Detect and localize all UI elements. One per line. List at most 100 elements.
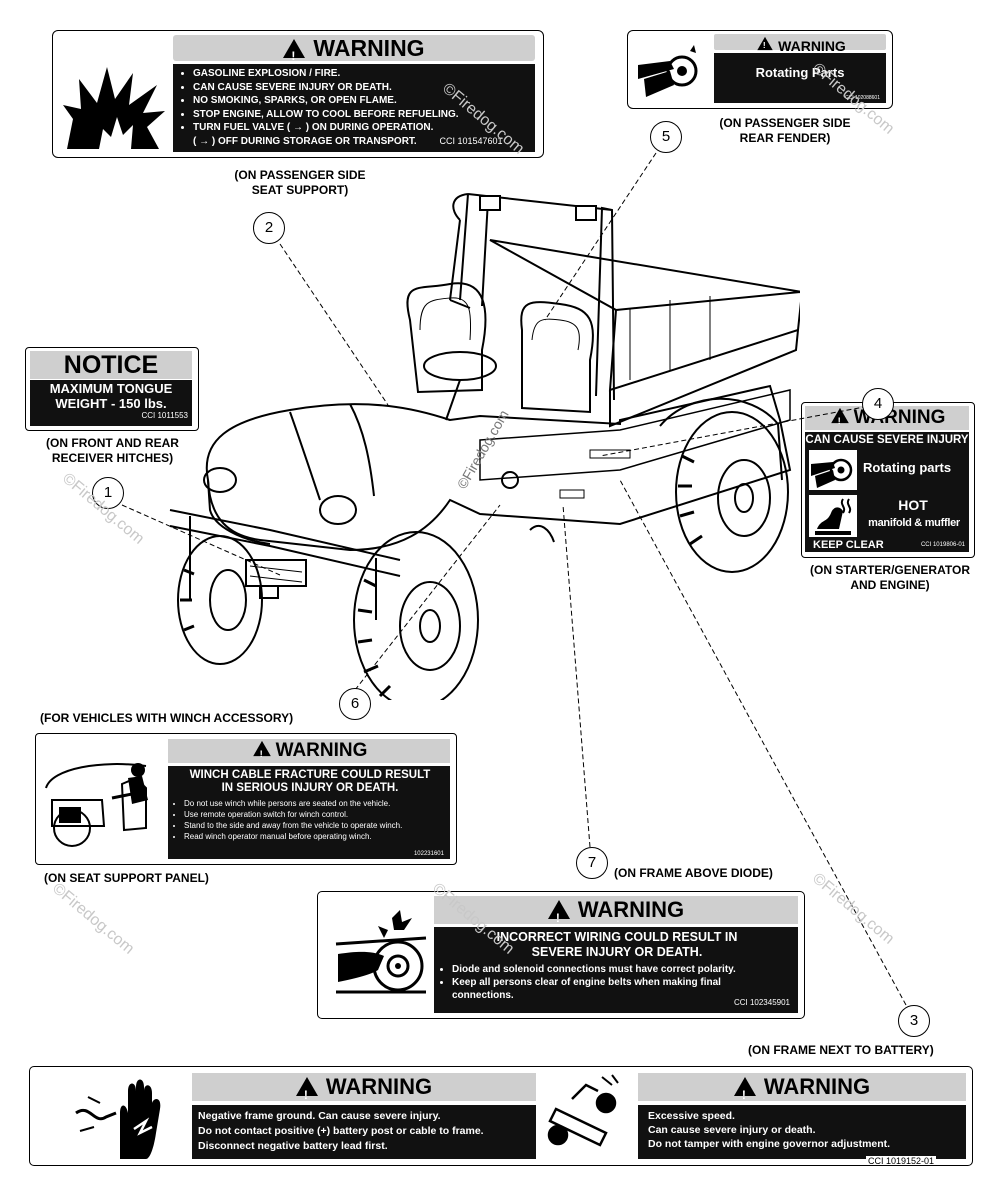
warning-triangle-icon <box>547 900 570 932</box>
rear-right-wheel <box>675 411 789 573</box>
front-left-wheel <box>177 535 263 665</box>
bullet: Diode and solenoid connections must have… <box>452 963 792 976</box>
label-header: WARNING <box>434 896 798 932</box>
caption-line: (ON STARTER/GENERATOR <box>809 563 970 577</box>
heading: WARNING <box>778 38 846 54</box>
subheading: CAN CAUSE SEVERE INJURY <box>805 434 969 446</box>
part-code: CCI 1019806-01 <box>920 542 965 548</box>
warning-triangle-icon <box>830 407 849 430</box>
battery-body: Negative frame ground. Can cause severe … <box>192 1105 536 1159</box>
hot-icon-box <box>809 495 857 537</box>
muffler-text: manifold & muffler <box>868 517 960 529</box>
speed-line: Do not tamper with engine governor adjus… <box>648 1138 891 1150</box>
explosion-icon <box>63 67 165 149</box>
heading: WARNING <box>313 35 425 61</box>
work-light-right <box>575 205 597 221</box>
warning-triangle-icon <box>733 1077 756 1109</box>
warning-triangle-icon <box>283 39 306 69</box>
keep-clear: KEEP CLEAR <box>813 539 884 551</box>
rotating-row: Rotating parts <box>809 450 965 490</box>
front-bumper <box>169 509 401 620</box>
speed-line: Can cause severe injury or death. <box>648 1124 816 1136</box>
part-code: 102231601 <box>413 851 444 857</box>
work-light-left <box>479 195 501 211</box>
part-code: CCI 101547601 <box>439 135 503 146</box>
battery-header: WARNING <box>192 1073 536 1109</box>
winch-operator-icon <box>45 763 148 847</box>
hot-text: HOT <box>898 497 928 513</box>
rear-fender <box>659 397 783 481</box>
rotating-parts-icon <box>811 458 853 488</box>
side-decal-7 <box>559 489 585 499</box>
starter-caption: (ON STARTER/GENERATOR AND ENGINE) <box>790 563 990 593</box>
heading: WARNING <box>325 1074 433 1099</box>
warning-triangle-icon <box>252 740 271 763</box>
callout-4: 4 <box>862 388 894 420</box>
part-code: CCI 102345901 <box>733 998 790 1007</box>
side-panel <box>479 389 791 481</box>
label-body: WINCH CABLE FRACTURE COULD RESULT IN SER… <box>168 766 450 859</box>
utility-vehicle-illustration: ©Firedog.com <box>169 193 800 700</box>
winch-title-1: WINCH CABLE FRACTURE COULD RESULT <box>189 769 431 781</box>
label-body: GASOLINE EXPLOSION / FIRE. CAN CAUSE SEV… <box>173 64 535 152</box>
rotating-parts-icon <box>638 45 698 97</box>
speed-header: WARNING <box>638 1073 966 1109</box>
battery-line: Negative frame ground. Can cause severe … <box>198 1110 441 1122</box>
bullet: NO SMOKING, SPARKS, OR OPEN FLAME. <box>193 94 531 108</box>
battery-caption: (ON FRAME NEXT TO BATTERY) <box>748 1043 934 1057</box>
caption-line: AND ENGINE) <box>850 578 930 592</box>
part-code: CCI 1011553 <box>141 411 188 420</box>
bullet: CAN CAUSE SEVERE INJURY OR DEATH. <box>193 81 531 95</box>
label-header: NOTICE <box>30 351 192 379</box>
label-body: CAN CAUSE SEVERE INJURY Rotating parts <box>805 432 969 552</box>
caption-line: SEAT SUPPORT) <box>251 183 349 197</box>
bullet: GASOLINE EXPLOSION / FIRE. <box>193 67 531 81</box>
seat-support-caption: (ON SEAT SUPPORT PANEL) <box>44 871 209 885</box>
label-header: WARNING <box>173 35 535 69</box>
warning-triangle-icon <box>757 36 773 51</box>
hot-row: HOT manifold & muffler <box>809 495 965 537</box>
rotating-parts-text: Rotating Parts <box>755 65 845 80</box>
callout-6: 6 <box>339 688 371 720</box>
receiver-hitch <box>259 585 279 599</box>
last-line: ( → ) OFF DURING STORAGE OR TRANSPORT. <box>193 135 417 147</box>
heading: WARNING <box>275 740 368 761</box>
starter-engine-warning-label: WARNING CAN CAUSE SEVERE INJURY Rotating… <box>801 402 975 558</box>
speed-line: Excessive speed. <box>648 1110 735 1122</box>
bullet-list: Do not use winch while persons are seate… <box>174 798 446 842</box>
roll-cage <box>452 193 615 401</box>
vehicle-rollover-icon <box>547 1074 619 1147</box>
battery-line: Disconnect negative battery lead first. <box>198 1140 388 1152</box>
caption-line: (ON PASSENGER SIDE <box>719 116 851 130</box>
label-body: INCORRECT WIRING COULD RESULT IN SEVERE … <box>434 927 798 1013</box>
label-header: WARNING <box>168 739 450 763</box>
bullet-list: Diode and solenoid connections must have… <box>442 963 792 1002</box>
headlight-right <box>319 495 357 525</box>
electric-shock-icon <box>75 1079 161 1159</box>
front-right-wheel <box>353 531 479 700</box>
speed-body: Excessive speed. Can cause severe injury… <box>638 1105 966 1159</box>
notice-label: NOTICE MAXIMUM TONGUE WEIGHT - 150 lbs. … <box>25 347 199 431</box>
rotating-parts-warning-label: WARNING Rotating Parts CCI 102088601 <box>627 30 893 109</box>
part-code: CCI 102088601 <box>844 95 880 101</box>
battery-speed-warning-label: WARNING Negative frame ground. Can cause… <box>29 1066 973 1166</box>
hot-surface-icon <box>815 498 852 535</box>
caption-line: RECEIVER HITCHES) <box>51 451 174 465</box>
label-header: WARNING <box>714 34 886 54</box>
belt-entanglement-icon <box>335 910 427 994</box>
seat-right <box>520 301 594 414</box>
part-code: CCI 1019152-01 <box>865 1156 936 1166</box>
fuel-cap <box>501 471 519 489</box>
winch-warning-label: WARNING WINCH CABLE FRACTURE COULD RESUL… <box>35 733 457 865</box>
bullet-list: GASOLINE EXPLOSION / FIRE. CAN CAUSE SEV… <box>179 67 531 135</box>
bullet: Read winch operator manual before operat… <box>184 831 446 842</box>
bullet: Do not use winch while persons are seate… <box>184 798 446 809</box>
callout-3: 3 <box>898 1005 930 1037</box>
headlight-left <box>203 467 237 493</box>
caption-line: (ON PASSENGER SIDE <box>234 168 366 182</box>
cargo-bed <box>489 239 800 428</box>
battery-line: Do not contact positive (+) battery post… <box>198 1125 484 1137</box>
side-decal-4 <box>589 449 631 459</box>
wiring-title-2: SEVERE INJURY OR DEATH. <box>531 945 703 959</box>
